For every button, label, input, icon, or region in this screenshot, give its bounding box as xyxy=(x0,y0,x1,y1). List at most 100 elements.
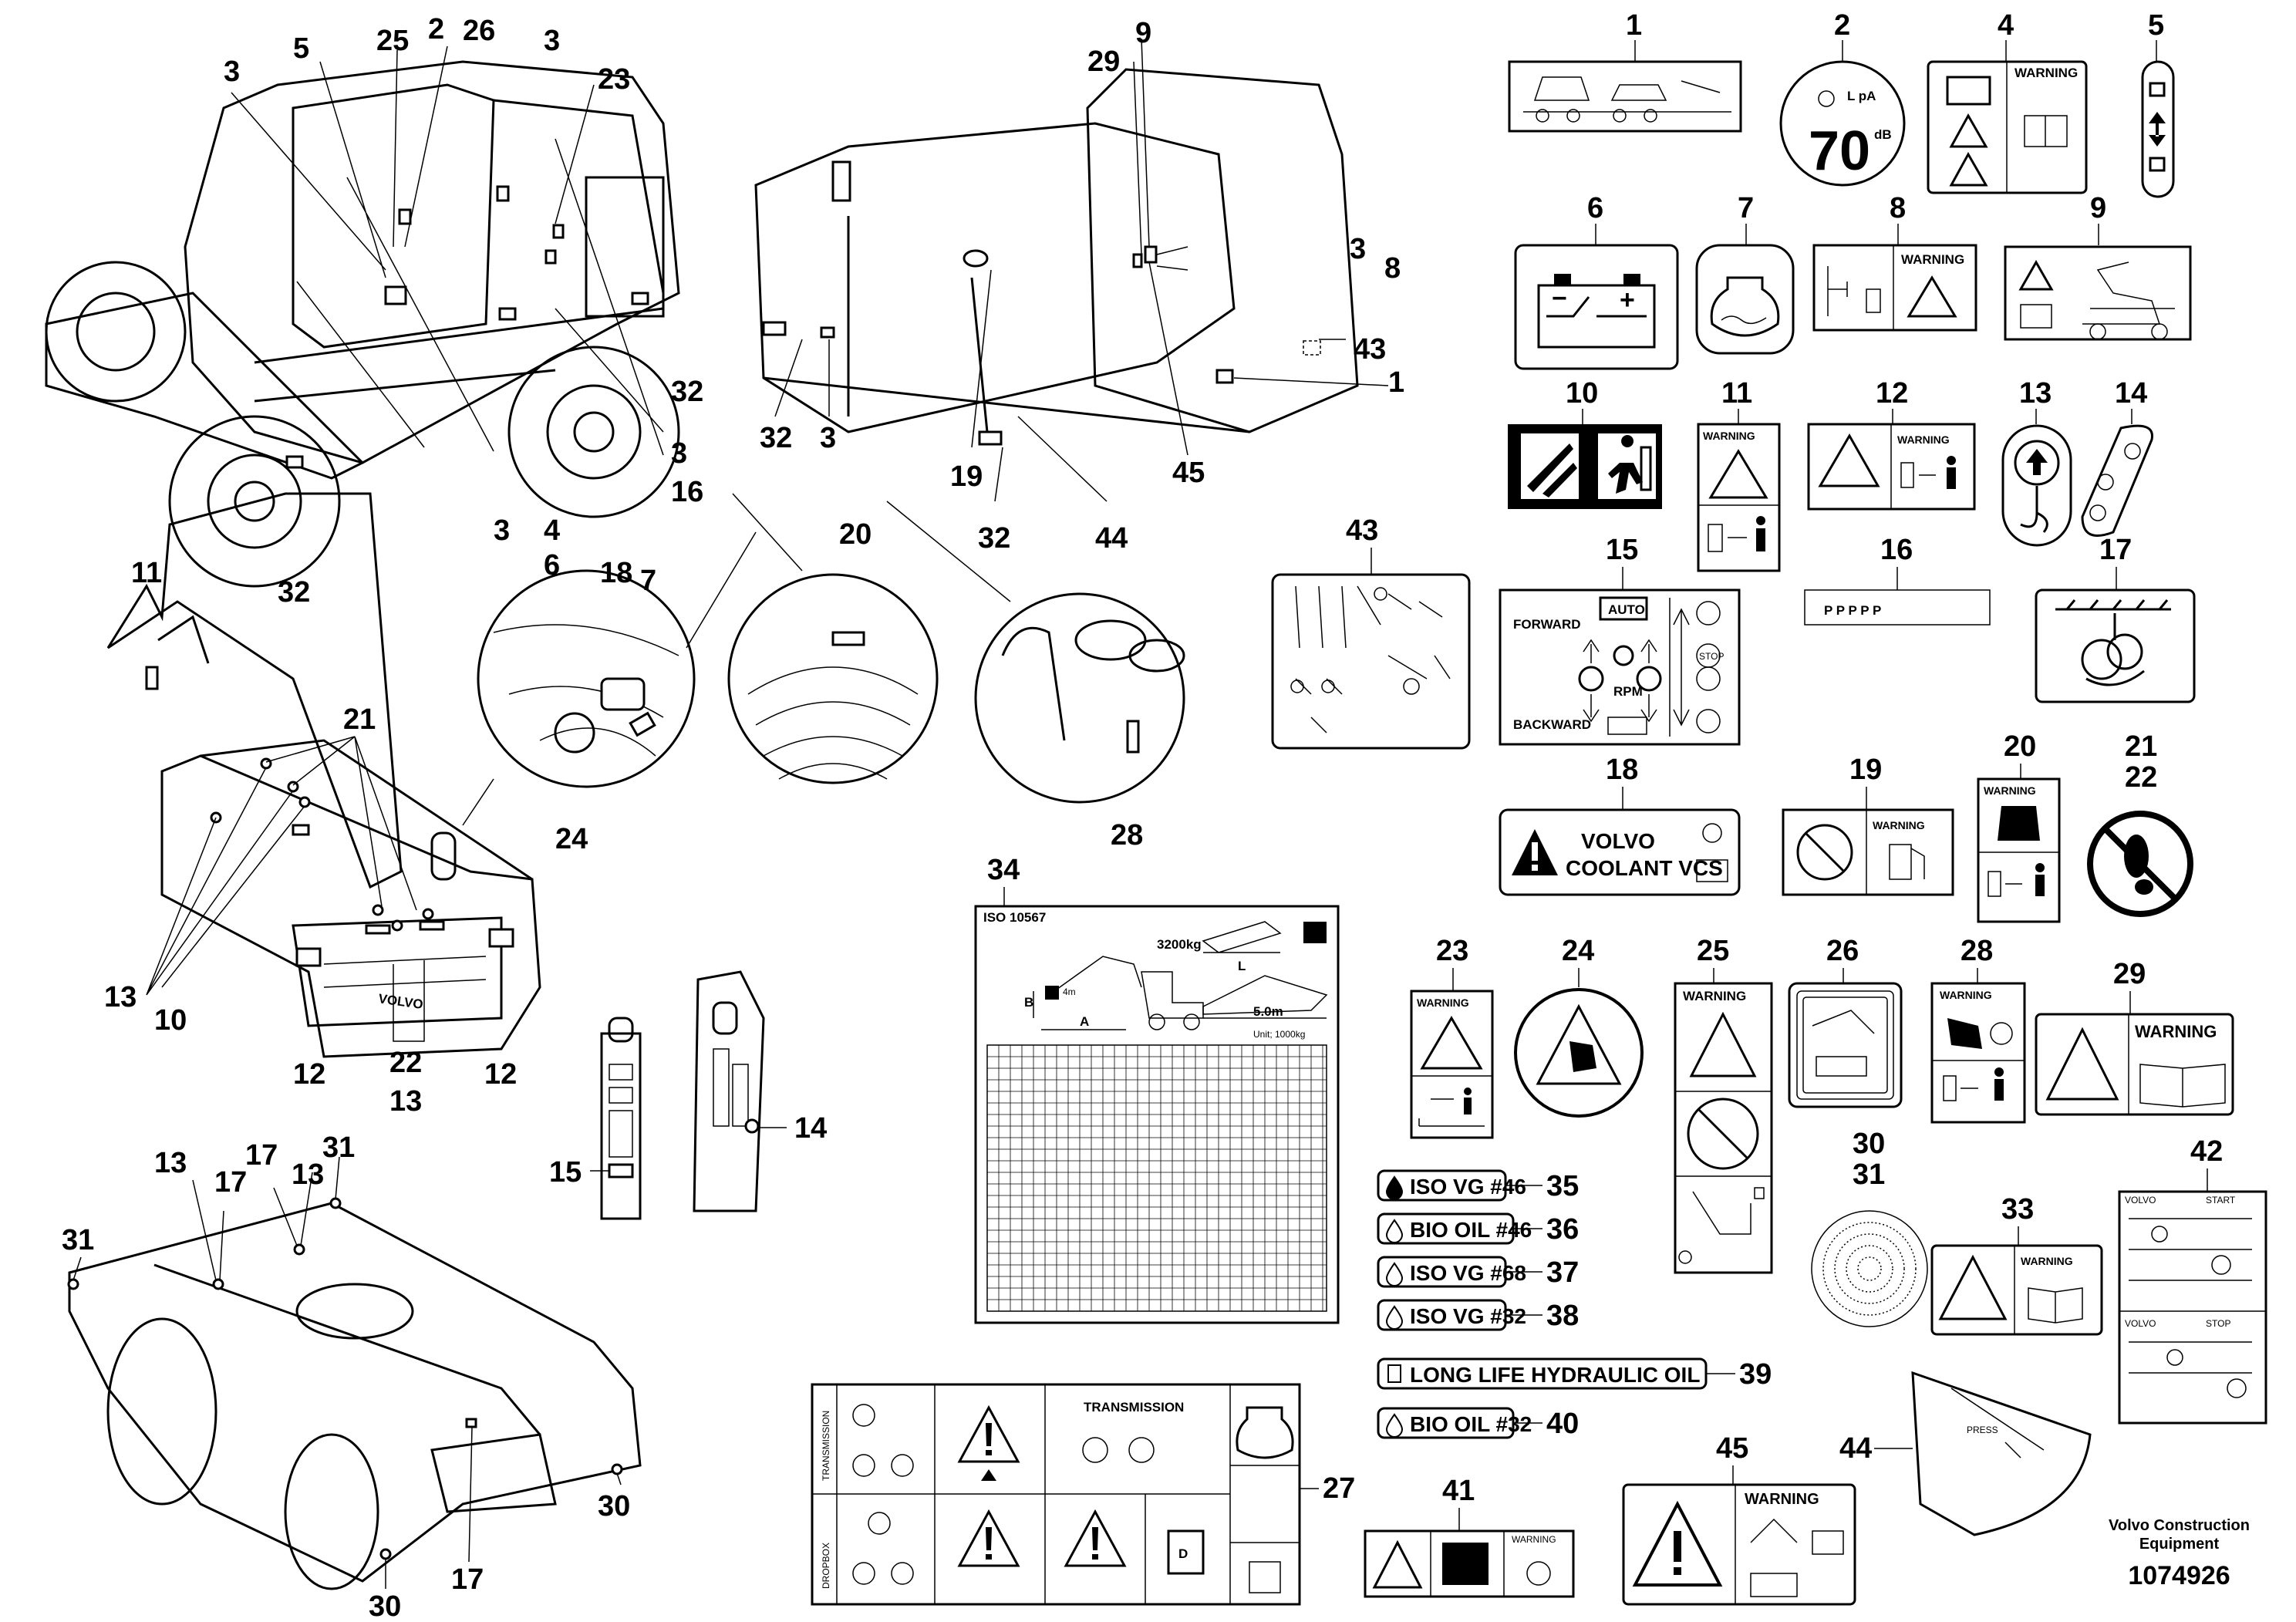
battery-minus: − xyxy=(1552,284,1567,313)
label-13: 13 xyxy=(292,1158,324,1191)
label-28: 28 xyxy=(1111,819,1143,851)
decal-20-warning: WARNING xyxy=(1984,784,2036,797)
label-31: 31 xyxy=(1853,1158,1885,1191)
decal-42-stop: STOP xyxy=(2206,1318,2230,1329)
decal-12: 12 WARNING xyxy=(1807,377,1976,511)
unit-label: Unit; 1000kg xyxy=(1253,1029,1305,1040)
machine-view-undercarriage: 13 17 17 13 31 31 30 30 17 xyxy=(62,1131,642,1622)
label-44: 44 xyxy=(1095,522,1128,555)
label-41: 41 xyxy=(1442,1475,1475,1507)
forward-label: FORWARD xyxy=(1513,617,1581,632)
decal-25-warning: WARNING xyxy=(1683,989,1746,1003)
noise-db: dB xyxy=(1874,127,1892,142)
label-5: 5 xyxy=(293,32,309,65)
oil-tag-40: BIO OIL #32 40 xyxy=(1377,1407,1579,1440)
decal-5: 5 xyxy=(2141,9,2175,198)
decal-7-coolant: 7 xyxy=(1695,192,1795,355)
label-1: 1 xyxy=(1626,9,1642,42)
label-17: 17 xyxy=(2099,534,2132,566)
label-40: 40 xyxy=(1546,1408,1579,1440)
label-44: 44 xyxy=(1839,1432,1872,1465)
label-10: 10 xyxy=(154,1004,187,1037)
label-28: 28 xyxy=(1961,935,1993,967)
decal-4: 4 WARNING xyxy=(1927,9,2088,194)
label-11: 11 xyxy=(1721,377,1752,410)
decal-19-warning: WARNING xyxy=(1873,819,1925,831)
label-20: 20 xyxy=(2004,730,2036,763)
decal-45-warning: WARNING xyxy=(1745,1491,1819,1508)
label-4: 4 xyxy=(1998,9,2014,42)
oil-tag-38: ISO VG #32 38 xyxy=(1377,1299,1579,1332)
decal-33-warning: WARNING xyxy=(2021,1255,2073,1267)
decal-42-brand-2: VOLVO xyxy=(2125,1318,2156,1329)
label-3: 3 xyxy=(494,514,510,547)
label-3: 3 xyxy=(820,422,836,454)
decal-8-warning: WARNING xyxy=(1901,252,1964,267)
label-1: 1 xyxy=(1388,366,1404,399)
label-23: 23 xyxy=(598,63,630,96)
decal-41-warning: WARNING xyxy=(1512,1534,1556,1545)
label-30: 30 xyxy=(598,1490,630,1523)
decal-13-lifting-point: 13 xyxy=(2001,377,2072,547)
machine-view-rear-left: 3 5 25 2 26 3 23 32 3 16 3 4 6 32 xyxy=(45,13,703,609)
label-36: 36 xyxy=(1546,1213,1579,1246)
oil-tag-37-text: ISO VG #68 xyxy=(1410,1261,1526,1285)
label-9: 9 xyxy=(1135,17,1151,49)
footer-credit: Volvo Construction Equipment 1074926 xyxy=(2109,1516,2250,1591)
label-7: 7 xyxy=(1738,192,1754,224)
decal-6-battery: 6 − + xyxy=(1514,192,1679,370)
label-12: 12 xyxy=(1876,377,1908,410)
label-19: 19 xyxy=(1849,754,1882,786)
label-22: 22 xyxy=(2125,761,2157,794)
load-value: 3200kg xyxy=(1157,937,1202,952)
label-24: 24 xyxy=(555,823,588,855)
label-32: 32 xyxy=(760,422,792,454)
label-18: 18 xyxy=(600,557,632,589)
detail-circle-cab-left: 18 7 24 xyxy=(477,531,757,855)
label-12: 12 xyxy=(484,1058,517,1091)
decal-14: 14 xyxy=(2081,377,2153,537)
label-37: 37 xyxy=(1546,1256,1579,1289)
decal-34-load-chart: 34 ISO 10567 4m 3200kg B A L 5.0m Unit; … xyxy=(974,854,1340,1324)
decal-19: 19 WARNING xyxy=(1782,754,1954,896)
label-26: 26 xyxy=(463,15,495,47)
label-14: 14 xyxy=(794,1112,827,1145)
label-39: 39 xyxy=(1739,1358,1772,1391)
oil-tag-35-text: ISO VG #46 xyxy=(1410,1175,1526,1199)
label-6: 6 xyxy=(1587,192,1603,224)
decal-16-marks: P P P P P xyxy=(1824,603,1881,618)
label-29: 29 xyxy=(2113,958,2146,990)
label-21: 21 xyxy=(2125,730,2157,763)
label-13: 13 xyxy=(389,1085,422,1118)
label-32: 32 xyxy=(278,576,310,609)
oil-tag-40-text: BIO OIL #32 xyxy=(1410,1412,1532,1436)
decal-42-start: START xyxy=(2206,1195,2236,1206)
oil-tag-35: ISO VG #46 35 xyxy=(1377,1169,1579,1202)
label-43: 43 xyxy=(1346,514,1378,547)
label-21: 21 xyxy=(343,703,376,736)
label-3: 3 xyxy=(1350,233,1366,265)
label-13: 13 xyxy=(104,981,137,1013)
grille-brand-text: VOLVO xyxy=(377,991,423,1012)
dim-4m: 4m xyxy=(1063,986,1076,997)
decal-45: 45 WARNING xyxy=(1622,1432,1856,1606)
decal-30-31-reflector: 30 31 xyxy=(1811,1128,1928,1327)
decal-20: 20 WARNING xyxy=(1977,730,2061,923)
footer-brand-line1: Volvo Construction xyxy=(2109,1517,2250,1534)
decal-44: 44 PRESS xyxy=(1839,1371,2092,1536)
transmission-label: TRANSMISSION xyxy=(1084,1400,1184,1415)
decal-25: 25 WARNING xyxy=(1674,935,1773,1274)
dropbox-vertical: DROPBOX xyxy=(821,1543,831,1589)
label-6: 6 xyxy=(544,549,560,582)
label-27: 27 xyxy=(1323,1472,1355,1505)
label-16: 16 xyxy=(671,476,703,508)
noise-unit: L pA xyxy=(1847,89,1876,103)
oil-tag-37: ISO VG #68 37 xyxy=(1377,1256,1579,1289)
label-2: 2 xyxy=(428,13,444,46)
dim-a: A xyxy=(1080,1014,1089,1029)
label-38: 38 xyxy=(1546,1300,1579,1332)
decal-28: 28 WARNING xyxy=(1930,935,2026,1124)
decal-27-d: D xyxy=(1178,1546,1188,1561)
oil-tag-36-text: BIO OIL #46 xyxy=(1410,1218,1532,1242)
label-8: 8 xyxy=(1384,252,1401,285)
